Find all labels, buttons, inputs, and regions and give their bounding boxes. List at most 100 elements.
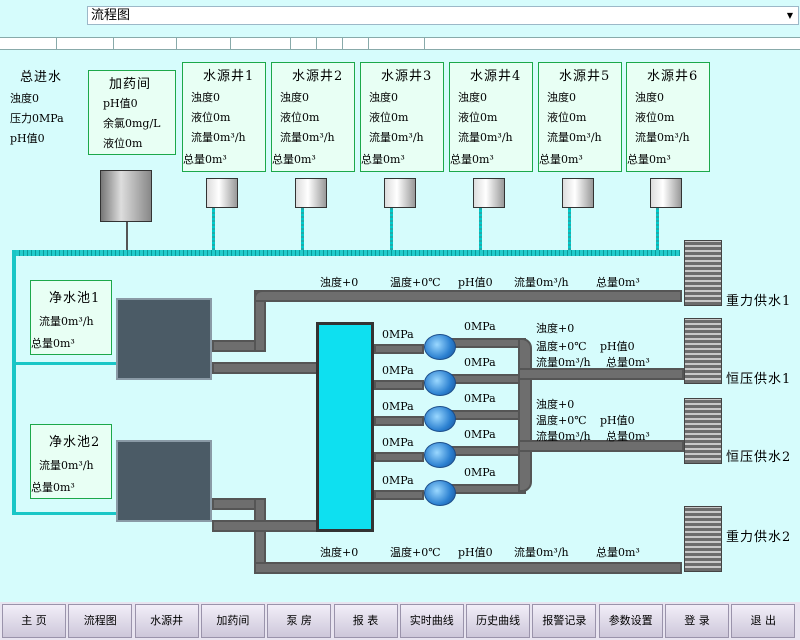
well-5-level: 液位0m — [547, 111, 587, 124]
well-pipe — [212, 208, 215, 250]
pump-inlet-pipe — [374, 380, 424, 390]
line-bottom-temp: 温度+0℃ — [390, 546, 441, 559]
pool2-title: 净水池2 — [49, 435, 101, 450]
output-const1: 恒压供水1 — [726, 372, 792, 387]
nav-button-7[interactable]: 实时曲线 — [399, 604, 464, 638]
pool2-feed — [12, 512, 116, 515]
well-2-level: 液位0m — [280, 111, 320, 124]
pump-outlet-pipe — [450, 446, 526, 456]
pump-outlet-pipe — [450, 410, 526, 420]
nav-button-1[interactable]: 主 页 — [2, 604, 66, 638]
pump-2-icon[interactable] — [424, 370, 456, 396]
pump-1-icon[interactable] — [424, 334, 456, 360]
well-6-title: 水源井6 — [647, 69, 699, 84]
line-top-temp: 温度+0℃ — [390, 276, 441, 289]
pump-4-inlet-pressure: 0MPa — [382, 436, 414, 449]
well-4-turbidity: 浊度0 — [458, 91, 487, 104]
pool2-flow: 流量0m³/h — [39, 459, 94, 472]
nav-button-4[interactable]: 加药间 — [200, 604, 265, 638]
well-3-title: 水源井3 — [381, 69, 433, 84]
gravity1-pipe — [254, 290, 682, 302]
manifold-right — [518, 338, 532, 492]
pump-3-icon[interactable] — [424, 406, 456, 432]
pump-outlet-pipe — [450, 484, 526, 494]
output-gravity1: 重力供水1 — [726, 294, 792, 309]
gravity2-pipe — [254, 562, 682, 574]
nav-button-12[interactable]: 退 出 — [731, 604, 796, 638]
well-2-flow: 流量0m³/h — [280, 131, 335, 144]
well-6-level: 液位0m — [635, 111, 675, 124]
pool1-tank-icon — [116, 298, 212, 380]
pool2-total: 总量0m³ — [31, 481, 75, 494]
pump-5-inlet-pressure: 0MPa — [382, 474, 414, 487]
pump-3-outlet-pressure: 0MPa — [464, 392, 496, 405]
well-4-flow: 流量0m³/h — [458, 131, 513, 144]
well-pump-icon — [650, 178, 682, 208]
nav-button-10[interactable]: 参数设置 — [598, 604, 663, 638]
well-4-title: 水源井4 — [470, 69, 522, 84]
well-4-level: 液位0m — [458, 111, 498, 124]
inlet-panel: 总进水 浊度0 压力0MPa pH值0 — [8, 64, 83, 154]
pump-inlet-pipe — [374, 344, 424, 354]
well-5-title: 水源井5 — [559, 69, 611, 84]
output-gravity2: 重力供水2 — [726, 530, 792, 545]
dosing-title: 加药间 — [109, 77, 152, 92]
well-3-turbidity: 浊度0 — [369, 91, 398, 104]
pump-1-outlet-pressure: 0MPa — [464, 320, 496, 333]
status-row — [0, 37, 800, 50]
line-top-flow: 流量0m³/h — [514, 276, 569, 289]
nav-button-11[interactable]: 登 录 — [665, 604, 729, 638]
nav-button-9[interactable]: 报警记录 — [532, 604, 597, 638]
line-bottom-flow: 流量0m³/h — [514, 546, 569, 559]
cp2-turbidity: 浊度+0 — [536, 398, 575, 411]
pump-inlet-pipe — [374, 416, 424, 426]
nav-button-2[interactable]: 流程图 — [68, 604, 133, 638]
chevron-down-icon[interactable]: ▼ — [786, 11, 793, 20]
const2-building-icon — [684, 398, 722, 464]
well-pipe — [568, 208, 571, 250]
line-bottom-ph: pH值0 — [458, 546, 493, 559]
cp1-flow: 流量0m³/h — [536, 356, 591, 369]
well-pipe — [479, 208, 482, 250]
nav-button-3[interactable]: 水源井 — [134, 604, 199, 638]
const2-pipe — [518, 440, 684, 452]
well-3-level: 液位0m — [369, 111, 409, 124]
well-1-level: 液位0m — [191, 111, 231, 124]
well-6-flow: 流量0m³/h — [635, 131, 690, 144]
inlet-title: 总进水 — [20, 70, 63, 85]
well-pump-icon — [562, 178, 594, 208]
well-pipe — [390, 208, 393, 250]
cp1-total: 总量0m³ — [606, 356, 650, 369]
view-select[interactable]: 流程图 ▼ — [87, 6, 799, 25]
nav-button-5[interactable]: 泵 房 — [267, 604, 332, 638]
well-2-title: 水源井2 — [292, 69, 344, 84]
line-top-total: 总量0m³ — [596, 276, 640, 289]
view-select-value: 流程图 — [91, 8, 131, 23]
nav-button-6[interactable]: 报 表 — [333, 604, 398, 638]
inlet-ph: pH值0 — [10, 132, 45, 145]
well-5-turbidity: 浊度0 — [547, 91, 576, 104]
well-1-total: 总量0m³ — [183, 153, 227, 166]
well-pipe — [656, 208, 659, 250]
pump-4-icon[interactable] — [424, 442, 456, 468]
gravity2-building-icon — [684, 506, 722, 572]
dosing-stem — [126, 222, 128, 250]
pool2-out-pipe — [212, 520, 322, 532]
dosing-ph: pH值0 — [103, 97, 138, 110]
clear-water-tank-icon — [316, 322, 374, 532]
pool2-panel: 净水池2 流量0m³/h 总量0m³ — [30, 424, 112, 499]
well-2-turbidity: 浊度0 — [280, 91, 309, 104]
pump-5-icon[interactable] — [424, 480, 456, 506]
pool2-tank-icon — [116, 440, 212, 522]
nav-button-8[interactable]: 历史曲线 — [466, 604, 531, 638]
pump-3-inlet-pressure: 0MPa — [382, 400, 414, 413]
const1-pipe — [518, 368, 684, 380]
dosing-level: 液位0m — [103, 137, 143, 150]
output-const2: 恒压供水2 — [726, 450, 792, 465]
dosing-machine-icon — [100, 170, 152, 222]
line-bottom-turbidity: 浊度+0 — [320, 546, 359, 559]
collector-pipe — [12, 250, 680, 256]
